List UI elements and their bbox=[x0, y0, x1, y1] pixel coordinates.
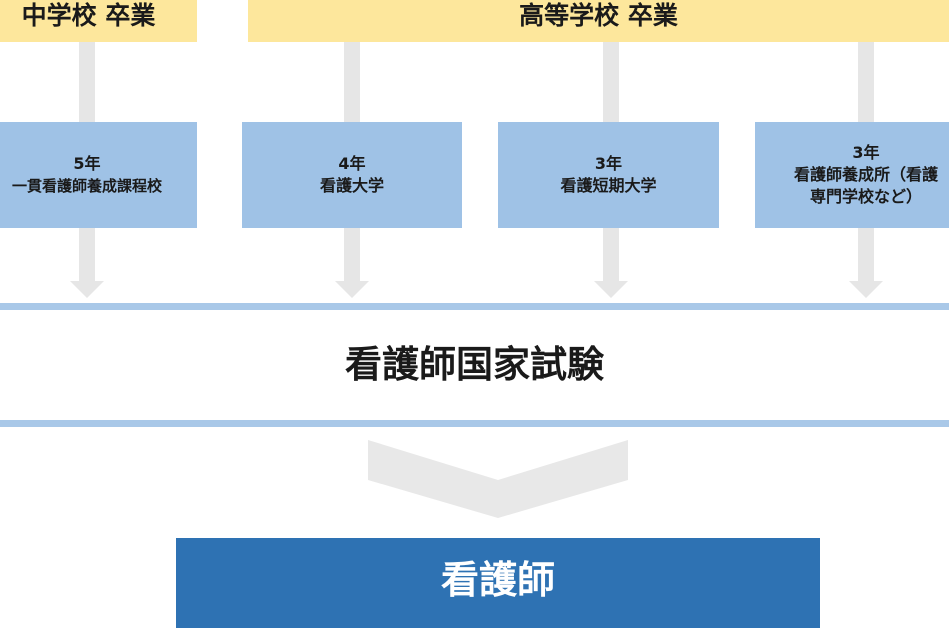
arrow-down-icon bbox=[849, 281, 883, 298]
school-name: 看護短期大学 bbox=[560, 176, 657, 195]
school-name: 一貫看護師養成課程校 bbox=[11, 177, 162, 195]
junior-high-graduation: 中学校 卒業 bbox=[0, 0, 197, 42]
school-box-university: 4年 看護大学 bbox=[242, 122, 462, 228]
chevron-down-icon bbox=[368, 440, 628, 518]
arrow-stem bbox=[858, 42, 874, 122]
school-years: 4年 bbox=[338, 154, 366, 173]
arrow-down-icon bbox=[594, 281, 628, 298]
school-years: 3年 bbox=[594, 154, 623, 173]
school-name: 看護大学 bbox=[319, 176, 384, 195]
school-box-training-school: 3年 看護師養成所（看護専門学校など） bbox=[755, 122, 949, 228]
arrow-down-icon bbox=[335, 281, 369, 298]
arrow-stem bbox=[344, 42, 360, 122]
school-years: 5年 bbox=[73, 154, 101, 173]
school-box-junior-college: 3年 看護短期大学 bbox=[498, 122, 719, 228]
divider-line bbox=[0, 420, 949, 427]
arrow-stem bbox=[858, 228, 874, 282]
high-school-graduation: 高等学校 卒業 bbox=[248, 0, 949, 42]
arrow-stem bbox=[79, 42, 95, 122]
school-years: 3年 bbox=[852, 143, 880, 162]
arrow-down-icon bbox=[70, 281, 104, 298]
divider-line bbox=[0, 303, 949, 310]
school-box-integrated: 5年 一貫看護師養成課程校 bbox=[0, 122, 197, 228]
arrow-stem bbox=[603, 42, 619, 122]
national-exam-title: 看護師国家試験 bbox=[345, 343, 604, 386]
chevron-shape bbox=[368, 440, 628, 518]
arrow-stem bbox=[79, 228, 95, 282]
nurse-result-box: 看護師 bbox=[176, 538, 820, 628]
school-name: 看護師養成所（看護専門学校など） bbox=[793, 165, 938, 206]
arrow-stem bbox=[603, 228, 619, 282]
arrow-stem bbox=[344, 228, 360, 282]
